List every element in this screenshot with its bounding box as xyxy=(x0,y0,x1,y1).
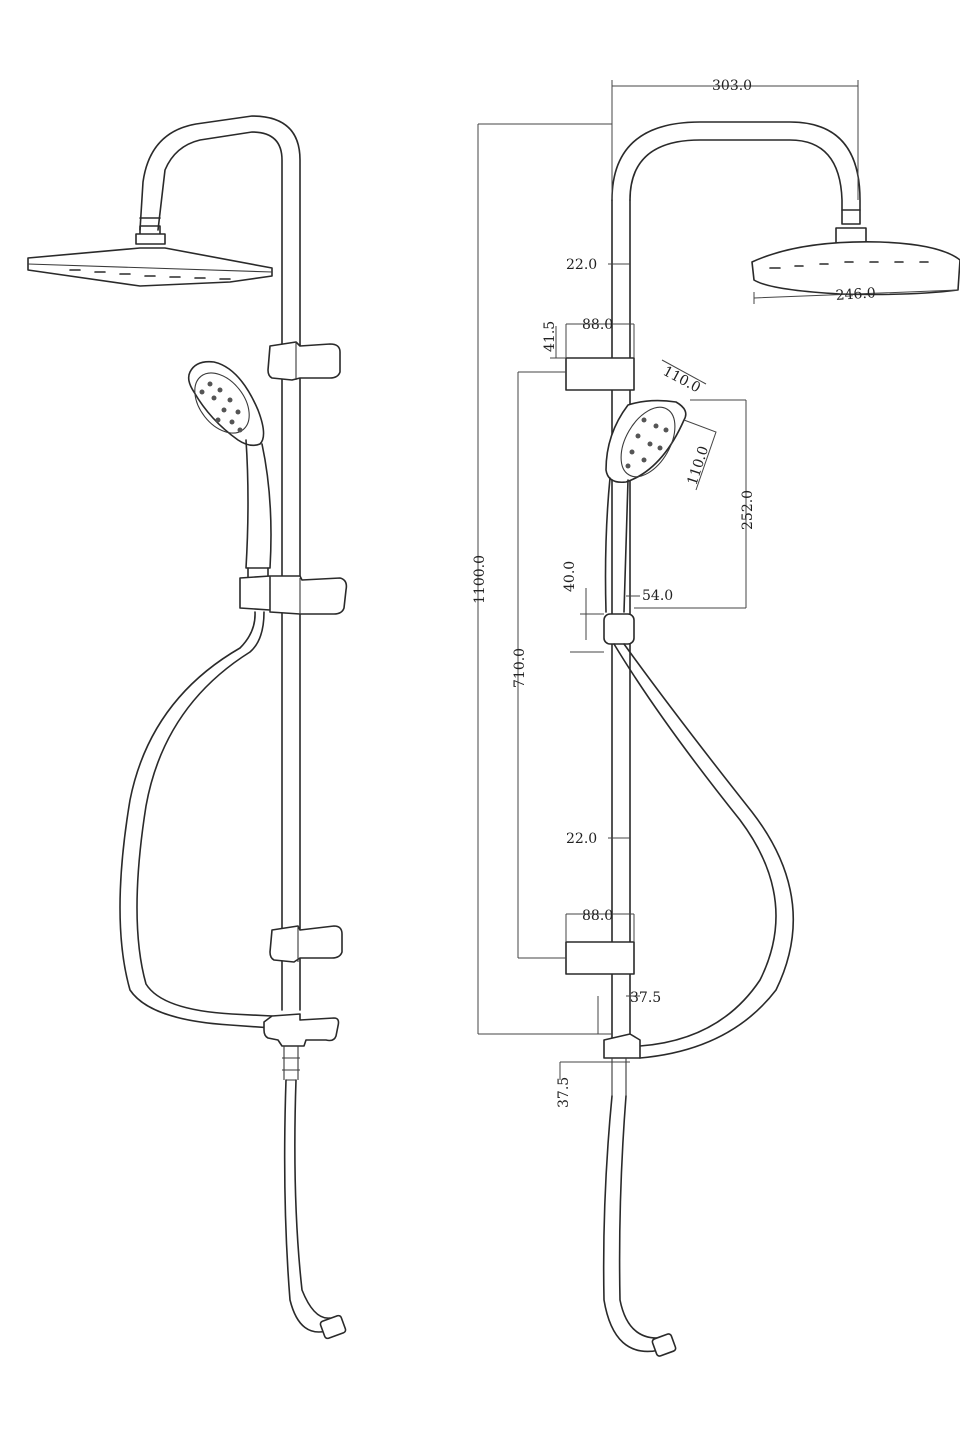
dim-top-width: 303.0 xyxy=(712,78,752,94)
dim-bracket-width-bottom: 88.0 xyxy=(582,908,613,924)
left-handset-nozzles xyxy=(199,381,243,433)
right-inlet-hose xyxy=(602,1095,661,1353)
right-rain-head xyxy=(751,241,960,296)
elevation-view xyxy=(477,80,960,1357)
dimension-lines xyxy=(477,80,959,1080)
right-top-bracket xyxy=(565,357,635,391)
dim-bracket-height-top: 41.5 xyxy=(542,321,558,352)
right-arm-connector xyxy=(835,209,867,245)
right-rain-nozzles xyxy=(769,261,929,269)
dim-holder-height: 40.0 xyxy=(562,561,578,592)
right-arm xyxy=(611,121,861,211)
left-top-bracket xyxy=(267,341,341,381)
left-hose xyxy=(119,611,273,1029)
right-bottom-bracket xyxy=(565,941,635,975)
perspective-view xyxy=(27,115,348,1340)
right-handset-holder xyxy=(603,613,635,645)
dim-column-offset-top: 22.0 xyxy=(566,257,597,273)
left-bottom-bracket xyxy=(269,925,343,963)
dim-handset-length: 110.0 xyxy=(685,444,713,487)
dim-outlet-offset: 37.5 xyxy=(630,990,661,1006)
dim-column-offset-bottom: 22.0 xyxy=(566,831,597,847)
right-handset xyxy=(604,399,687,613)
dimension-labels: 303.0 22.0 246.0 41.5 88.0 110.0 110.0 2… xyxy=(472,78,876,1108)
left-hose-nut xyxy=(319,1314,347,1340)
left-handset-holder xyxy=(239,575,348,615)
left-inlet-hose xyxy=(283,1079,331,1333)
dim-head-diameter: 246.0 xyxy=(835,285,876,304)
dim-handset-width: 110.0 xyxy=(660,363,703,396)
dim-outlet-height: 37.5 xyxy=(556,1077,572,1108)
dim-total-height: 1100.0 xyxy=(472,555,488,604)
left-handset xyxy=(187,360,272,581)
right-hose xyxy=(613,643,795,1059)
right-outlet xyxy=(603,1033,641,1059)
dim-handset-height: 252.0 xyxy=(740,490,756,530)
left-rain-head xyxy=(27,247,273,287)
left-rain-nozzles xyxy=(69,269,231,280)
left-column xyxy=(281,344,301,1011)
right-hose-nut xyxy=(651,1333,677,1357)
left-arm-connector xyxy=(135,217,166,245)
dim-bracket-width-top: 88.0 xyxy=(582,317,613,333)
dim-bracket-spacing: 710.0 xyxy=(512,648,528,688)
right-handset-nozzles xyxy=(625,417,669,469)
left-arm xyxy=(139,115,301,346)
left-outlet xyxy=(263,1013,340,1047)
dim-holder-offset: 54.0 xyxy=(642,588,673,604)
